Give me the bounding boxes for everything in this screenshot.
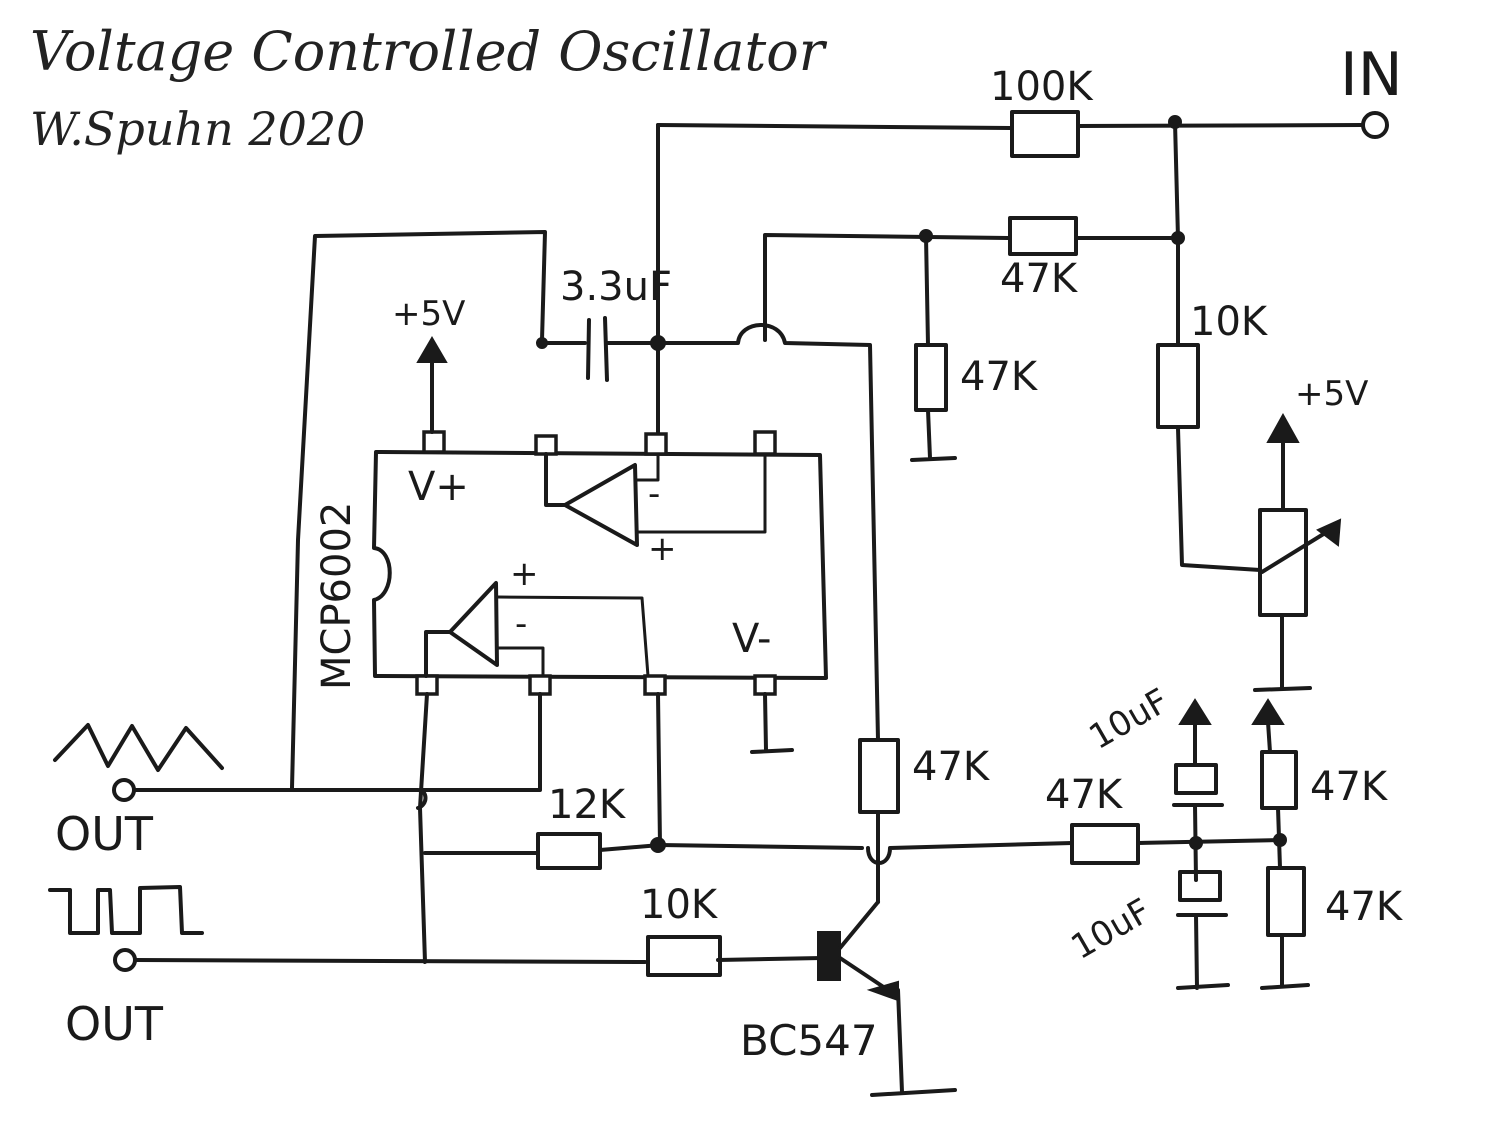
- input-label: IN: [1340, 40, 1403, 110]
- transistor-label: BC547: [740, 1016, 878, 1065]
- r-base-label: 10K: [640, 882, 719, 928]
- ic-vplus-label: V+: [408, 464, 469, 510]
- supply-arrow-icon: [1178, 698, 1212, 725]
- c-top-label: 10uF: [1083, 681, 1176, 758]
- author-line: W.Spuhn 2020: [30, 102, 365, 156]
- ic-pin-8: [422, 430, 446, 454]
- r-feedback-label: 47K: [1000, 256, 1079, 302]
- transistor-bc547: [817, 931, 841, 981]
- triangle-wave-icon: [53, 723, 224, 772]
- resistor-r-in: [1010, 110, 1080, 158]
- r-vb-bottom-label: 47K: [1325, 884, 1404, 930]
- r-vb-top-label: 47K: [1310, 764, 1389, 810]
- pot-arrow-icon: [1316, 518, 1342, 547]
- capacitor-top: [1174, 763, 1218, 795]
- ic-pin-5: [753, 430, 777, 456]
- transistor-leads: [838, 900, 890, 992]
- wire-emitter-ground: [870, 988, 957, 1097]
- r-collector-label: 47K: [912, 744, 991, 790]
- wire-top: [656, 123, 1364, 130]
- capacitor-bottom: [1178, 870, 1222, 902]
- wire: [1136, 838, 1282, 845]
- wire-caps: [1176, 716, 1230, 990]
- ic-pin-4: [753, 674, 777, 696]
- resistor-r-divider: [1156, 343, 1200, 429]
- wire-pot: [1253, 438, 1312, 692]
- opamp-upper-plus: +: [648, 529, 677, 569]
- ic-mcp6002: [372, 450, 828, 680]
- wire: [658, 843, 864, 850]
- capacitor-integrator: [586, 316, 609, 382]
- input-terminal[interactable]: [1361, 111, 1389, 139]
- triangle-output-label: OUT: [55, 807, 154, 861]
- opamp-lower: [424, 581, 499, 678]
- wire-square-out: [133, 956, 824, 964]
- opamp-upper-minus: -: [648, 474, 660, 514]
- ic-pin-2: [528, 674, 552, 696]
- resistor-r-base: [646, 935, 722, 977]
- ic-pin-1: [415, 674, 439, 696]
- wire-cap: [540, 323, 880, 742]
- r-divider-label: 10K: [1190, 299, 1269, 345]
- wire-divider: [1176, 236, 1262, 572]
- r-ground-label: 47K: [960, 354, 1039, 400]
- square-output-label: OUT: [65, 997, 164, 1051]
- supply-label: +5V: [392, 294, 465, 334]
- emitter-arrow-icon: [866, 980, 899, 1002]
- square-output-terminal[interactable]: [113, 948, 137, 972]
- junction: [536, 337, 548, 349]
- resistor-r-vb-bottom: [1266, 866, 1306, 937]
- opamp-lower-plus: +: [510, 554, 539, 594]
- supply-arrow-icon: [1266, 412, 1300, 443]
- resistor-r-vb-top: [1260, 750, 1298, 810]
- ic-pin-7: [534, 434, 558, 456]
- cap-integrator-label: 3.3uF: [560, 264, 672, 310]
- resistor-r-feedback: [1008, 216, 1078, 256]
- wire-feedback: [763, 233, 1180, 342]
- wire-opamp-lower: [496, 595, 650, 678]
- wire-vminus-ground: [750, 692, 794, 754]
- schematic-title: Voltage Controlled Oscillator: [30, 20, 828, 83]
- ic-part-label: MCP6002: [314, 502, 360, 690]
- ic-pin-6: [644, 432, 668, 456]
- pot-wiper: [1260, 528, 1332, 574]
- r-hyst-label: 12K: [548, 782, 627, 828]
- wire-vb-divider: [1260, 720, 1310, 990]
- potentiometer[interactable]: [1258, 508, 1308, 617]
- supply-arrow-icon: [416, 336, 448, 363]
- wire-bias-crossover: [866, 841, 1074, 865]
- junction: [650, 335, 666, 351]
- resistor-r-ground: [914, 343, 948, 412]
- supply-arrow-icon: [1251, 698, 1285, 725]
- ic-vminus-label: V-: [732, 616, 771, 662]
- r-bias-label: 47K: [1045, 772, 1124, 818]
- wire-left-loop: [290, 230, 547, 790]
- opamp-lower-minus: -: [515, 604, 527, 644]
- resistor-r-collector: [858, 738, 900, 814]
- supply-label: +5V: [1295, 374, 1368, 414]
- wire-opamp-upper: [635, 452, 767, 534]
- c-bottom-label: 10uF: [1065, 891, 1158, 968]
- wire-triangle-out: [132, 692, 542, 810]
- resistor-r-hyst: [536, 832, 602, 870]
- triangle-output-terminal[interactable]: [112, 778, 136, 802]
- opamp-upper: [544, 452, 639, 547]
- resistor-r-bias: [1070, 823, 1140, 865]
- wire: [1173, 120, 1180, 240]
- square-wave-icon: [48, 885, 204, 935]
- ic-pin-3: [643, 674, 667, 696]
- wire-ground: [910, 234, 957, 462]
- r-in-label: 100K: [990, 64, 1094, 110]
